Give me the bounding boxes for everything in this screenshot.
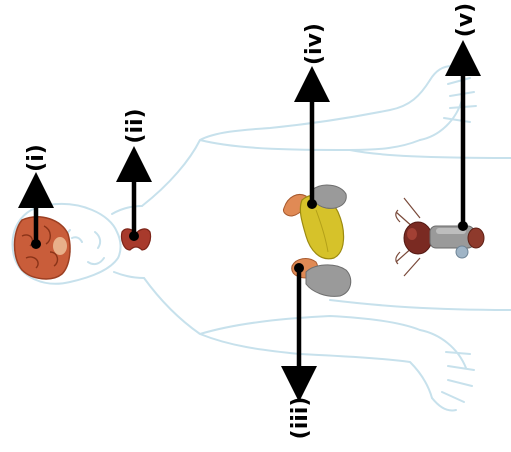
neck-outline bbox=[111, 205, 145, 279]
torso-top-outline bbox=[349, 149, 511, 159]
pointer-iv bbox=[294, 66, 330, 209]
pointer-ii bbox=[116, 146, 152, 241]
label-iv: (iv) bbox=[302, 23, 327, 65]
lower-arm-outline bbox=[143, 277, 433, 399]
upper-hand-outline bbox=[419, 65, 477, 141]
upper-arm-outline bbox=[141, 79, 431, 207]
torso-bottom-outline bbox=[329, 299, 511, 311]
label-v: (v) bbox=[453, 3, 478, 37]
label-i: (i) bbox=[24, 144, 49, 172]
pointer-iii bbox=[281, 263, 317, 402]
pointer-v bbox=[445, 40, 481, 231]
label-ii: (ii) bbox=[123, 108, 148, 143]
face-details bbox=[71, 231, 105, 266]
stomach-illustration bbox=[305, 264, 352, 297]
lower-hand-outline bbox=[419, 329, 475, 412]
brain-illustration bbox=[13, 216, 71, 280]
label-iii: (iii) bbox=[288, 397, 313, 440]
reproductive-organs-illustration bbox=[395, 197, 485, 277]
pointer-i bbox=[18, 172, 54, 249]
head-outline bbox=[11, 203, 122, 285]
